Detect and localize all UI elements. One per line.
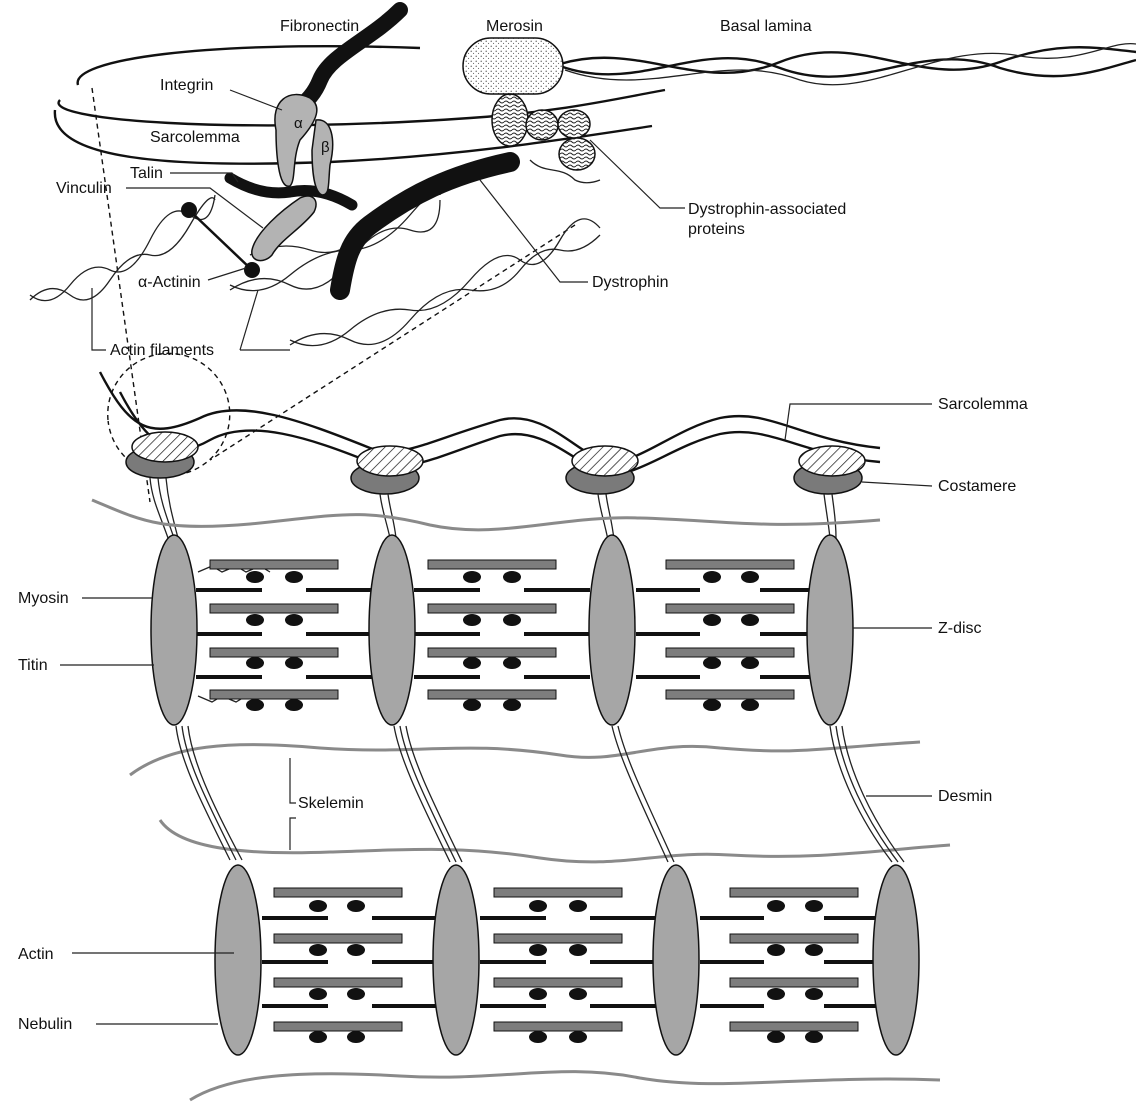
sarcomere-row-1 bbox=[151, 535, 853, 725]
label-sarcolemma-top: Sarcolemma bbox=[150, 129, 240, 146]
label-dystrophin: Dystrophin bbox=[592, 274, 668, 291]
row1-sarcomere-b bbox=[414, 560, 590, 711]
label-sarcolemma-right: Sarcolemma bbox=[938, 396, 1028, 413]
label-beta: β bbox=[321, 139, 330, 156]
label-z-disc: Z-disc bbox=[938, 620, 982, 637]
label-actin: Actin bbox=[18, 946, 54, 963]
label-titin: Titin bbox=[18, 657, 48, 674]
costamere-2 bbox=[351, 446, 423, 494]
label-dap-line1: Dystrophin-associated bbox=[688, 201, 846, 218]
label-integrin: Integrin bbox=[160, 77, 213, 94]
basal-lamina-strands bbox=[560, 44, 1136, 85]
label-fibronectin: Fibronectin bbox=[280, 18, 359, 35]
z-disc bbox=[369, 535, 415, 725]
sarcolemma-inner bbox=[120, 392, 880, 474]
label-merosin: Merosin bbox=[486, 18, 543, 35]
z-disc bbox=[807, 535, 853, 725]
z-disc bbox=[433, 865, 479, 1055]
row2-sarcomere-b bbox=[480, 888, 656, 1043]
label-dap-line2: proteins bbox=[688, 221, 745, 238]
z-disc bbox=[589, 535, 635, 725]
row2-sarcomere-a bbox=[262, 888, 438, 1043]
label-nebulin: Nebulin bbox=[18, 1016, 72, 1033]
costamere-3 bbox=[566, 446, 638, 494]
label-skelemin: Skelemin bbox=[298, 795, 364, 812]
sarcolemma-outer bbox=[100, 372, 880, 462]
integrin-beta bbox=[312, 120, 333, 195]
label-talin: Talin bbox=[130, 165, 163, 182]
integrin-alpha bbox=[275, 95, 317, 187]
label-myosin: Myosin bbox=[18, 590, 69, 607]
vinculin bbox=[252, 196, 316, 261]
label-basal-lamina: Basal lamina bbox=[720, 18, 812, 35]
membrane-detail: Fibronectin Merosin Basal lamina Integri… bbox=[30, 10, 1136, 502]
label-vinculin: Vinculin bbox=[56, 180, 112, 197]
dystrophin bbox=[340, 162, 510, 290]
costamere-4 bbox=[794, 446, 865, 494]
label-costamere: Costamere bbox=[938, 478, 1016, 495]
z-disc bbox=[215, 865, 261, 1055]
row1-sarcomere-a bbox=[196, 560, 372, 711]
sarcolemma-region: Sarcolemma Costamere bbox=[100, 353, 1028, 540]
z-disc bbox=[873, 865, 919, 1055]
z-disc bbox=[151, 535, 197, 725]
label-desmin: Desmin bbox=[938, 788, 992, 805]
row1-sarcomere-c bbox=[636, 560, 810, 711]
alpha-actinin bbox=[181, 202, 260, 278]
z-disc bbox=[653, 865, 699, 1055]
label-alpha: α bbox=[294, 115, 303, 132]
row2-sarcomere-c bbox=[700, 888, 876, 1043]
sarcomere-row-2 bbox=[215, 865, 919, 1055]
costamere-1 bbox=[126, 432, 198, 478]
membrane-outer-line bbox=[78, 46, 420, 85]
label-alpha-actinin: α-Actinin bbox=[138, 274, 201, 291]
label-actin-filaments: Actin filaments bbox=[110, 342, 214, 359]
merosin bbox=[463, 38, 563, 94]
